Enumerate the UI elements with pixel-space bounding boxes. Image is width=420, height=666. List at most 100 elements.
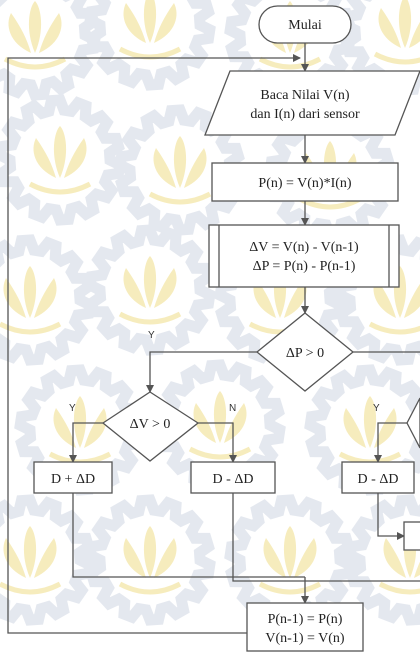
connector-dplus-merge xyxy=(72,493,305,578)
watermark-lotus-base-icon xyxy=(258,581,322,595)
watermark-lotus-base-icon xyxy=(48,451,112,465)
watermark-lotus-petal-icon xyxy=(123,268,146,308)
watermark-emblem xyxy=(0,234,96,366)
watermark-lotus-base-icon xyxy=(0,321,62,335)
watermark-gear-icon xyxy=(344,494,420,626)
dv-no-label: N xyxy=(229,403,236,414)
watermark-emblem xyxy=(334,234,420,366)
watermark-lotus-petal-icon xyxy=(154,3,177,43)
watermark-lotus-petal-icon xyxy=(184,148,207,188)
d-minus-process-left xyxy=(190,461,276,494)
watermark-lotus-base-icon xyxy=(188,446,252,460)
watermark-lotus-base-icon xyxy=(368,321,420,335)
decision-delta-p xyxy=(255,312,355,392)
watermark-lotus-petal-icon xyxy=(3,278,26,318)
watermark-gear-icon xyxy=(0,94,126,226)
watermark-lotus-petal-icon xyxy=(399,0,411,48)
watermark-lotus-petal-icon xyxy=(378,8,401,48)
watermark-lotus-petal-icon xyxy=(409,21,420,48)
connector-dminus-merge xyxy=(232,493,420,582)
start-label: Mulai xyxy=(288,18,322,33)
watermark-gear-icon xyxy=(114,104,246,236)
watermark-emblem xyxy=(224,494,356,626)
decision-dv-label: ΔV > 0 xyxy=(130,417,171,432)
watermark-lotus-petal-icon xyxy=(343,408,366,448)
watermark-lotus-petal-icon xyxy=(123,3,146,43)
d-minus-process-right xyxy=(341,461,415,494)
watermark-gear-icon xyxy=(334,234,420,366)
watermark-lotus-base-icon xyxy=(258,56,322,70)
watermark-lotus-petal-icon xyxy=(283,526,297,578)
read-label-line2: dan I(n) dari sensor xyxy=(250,107,360,122)
watermark-lotus-petal-icon xyxy=(34,538,57,578)
watermark-lotus-petal-icon xyxy=(224,403,247,443)
power-label: P(n) = V(n)*I(n) xyxy=(258,176,352,191)
decision-dp-label: ΔP > 0 xyxy=(286,346,324,361)
watermark-gear-icon xyxy=(84,494,216,626)
watermark-lotus-base-icon xyxy=(373,51,420,65)
watermark-lotus-base-icon xyxy=(118,311,182,325)
delta-process xyxy=(208,224,400,288)
watermark-lotus-petal-icon xyxy=(33,138,56,178)
connector-dv-yes xyxy=(69,422,103,463)
watermark-lotus-base-icon xyxy=(118,581,182,595)
connector-right-yes xyxy=(374,422,420,463)
watermark-emblem xyxy=(339,0,420,96)
watermark-lotus-petal-icon xyxy=(284,278,307,318)
watermark-lotus-petal-icon xyxy=(294,538,317,578)
watermark-lotus-petal-icon xyxy=(8,13,31,53)
watermark-lotus-petal-icon xyxy=(143,256,157,308)
right-yes-label: Y xyxy=(373,403,380,414)
watermark-lotus-petal-icon xyxy=(253,278,276,318)
watermark-gear-icon xyxy=(0,0,101,101)
d-minus-right-label: D - ΔD xyxy=(358,472,399,487)
connectors xyxy=(7,43,420,634)
start-terminator xyxy=(258,5,352,44)
watermark-lotus-petal-icon xyxy=(64,138,87,178)
watermark-lotus-petal-icon xyxy=(263,538,286,578)
watermark-lotus-petal-icon xyxy=(123,538,146,578)
watermark-lotus-petal-icon xyxy=(143,526,157,578)
watermark-gear-icon xyxy=(0,234,96,366)
delta-label-line2: ΔP = P(n) - P(n-1) xyxy=(253,259,356,274)
watermark-gear-icon xyxy=(0,494,96,626)
watermark-lotus-petal-icon xyxy=(34,278,57,318)
watermark-lotus-petal-icon xyxy=(173,136,187,188)
update-process xyxy=(246,602,364,652)
watermark-lotus-petal-icon xyxy=(154,538,177,578)
watermark-lotus-petal-icon xyxy=(373,278,396,318)
d-plus-process xyxy=(33,461,113,494)
watermark-lotus-petal-icon xyxy=(53,126,67,178)
update-label-line1: P(n-1) = P(n) xyxy=(268,612,343,627)
watermark-lotus-petal-icon xyxy=(84,408,107,448)
watermark-lotus-petal-icon xyxy=(144,0,156,43)
watermark-emblem xyxy=(84,494,216,626)
dp-yes-label: Y xyxy=(148,330,155,341)
d-plus-label: D + ΔD xyxy=(51,472,95,487)
watermark-gear-icon xyxy=(339,0,420,96)
update-label-line2: V(n-1) = V(n) xyxy=(265,631,345,646)
watermark-lotus-base-icon xyxy=(378,581,420,595)
watermark-lotus-petal-icon xyxy=(154,268,177,308)
read-sensor-input xyxy=(204,70,420,136)
delta-label-line1: ΔV = V(n) - V(n-1) xyxy=(249,240,359,255)
watermark-lotus-base-icon xyxy=(28,181,92,195)
watermark-emblem xyxy=(0,94,126,226)
watermark-emblem xyxy=(114,104,246,236)
watermark-lotus-base-icon xyxy=(148,191,212,205)
watermark-lotus-petal-icon xyxy=(53,408,76,448)
watermark-lotus-petal-icon xyxy=(3,538,26,578)
connector-dp-yes xyxy=(146,351,257,393)
watermark-lotus-petal-icon xyxy=(374,408,397,448)
watermark-gear-icon xyxy=(84,0,216,91)
watermark-lotus-petal-icon xyxy=(383,538,406,578)
watermark-emblem xyxy=(84,224,216,356)
watermark-lotus-petal-icon xyxy=(363,396,377,448)
watermark-lotus-petal-icon xyxy=(404,283,420,318)
watermark-emblem xyxy=(0,494,96,626)
watermark-lotus-base-icon xyxy=(3,56,67,70)
watermark-lotus-petal-icon xyxy=(23,266,37,318)
dv-yes-label: Y xyxy=(69,403,76,414)
